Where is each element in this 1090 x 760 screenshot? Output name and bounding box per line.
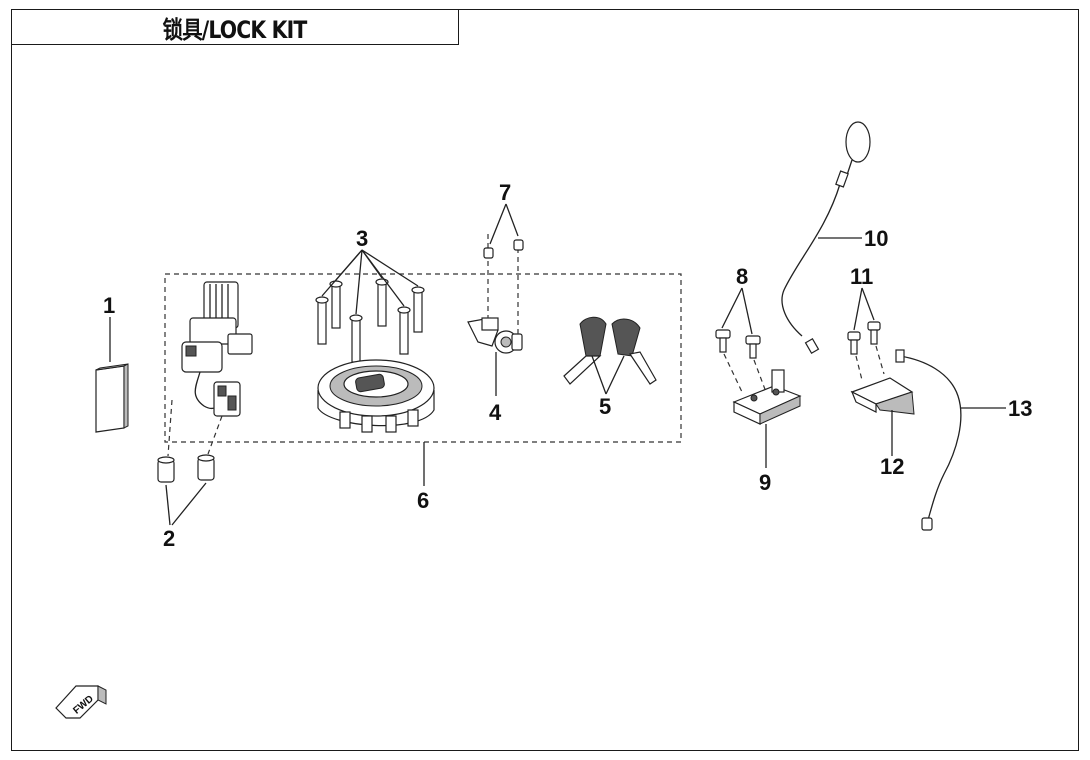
- leader-8b: [741, 287, 753, 335]
- part-12-bracket[interactable]: [850, 377, 915, 415]
- callout-1: 1: [103, 293, 115, 318]
- part-9-bracket[interactable]: [732, 369, 802, 425]
- leader-3b: [335, 249, 363, 281]
- part-1-key-card[interactable]: [95, 363, 129, 433]
- dash-8a: [723, 353, 743, 393]
- callout-12: 12: [880, 454, 904, 479]
- dash-8b: [753, 359, 767, 393]
- part-10-cable[interactable]: [781, 121, 871, 355]
- title-box: 锁具/LOCK KIT: [11, 9, 459, 45]
- leader-5a: [591, 355, 607, 395]
- dash-11a: [855, 355, 863, 381]
- diagram-title: 锁具/LOCK KIT: [163, 15, 308, 44]
- drawing-frame: [11, 9, 1079, 751]
- part-13-cable[interactable]: [895, 349, 962, 531]
- callout-4: 4: [489, 400, 502, 425]
- dash-2a: [167, 399, 173, 457]
- leader-3f: [361, 249, 419, 287]
- dash-2b: [207, 415, 223, 455]
- callout-13: 13: [1008, 396, 1032, 421]
- callout-5: 5: [599, 394, 611, 419]
- callout-9: 9: [759, 470, 771, 495]
- part-7-bolts[interactable]: [483, 239, 524, 259]
- leader-7a: [489, 203, 507, 245]
- leader-7b: [505, 203, 519, 237]
- fwd-arrow-icon: FWD: [55, 685, 107, 719]
- callout-11: 11: [850, 264, 873, 289]
- part-3-screws[interactable]: [315, 278, 425, 363]
- part-4-seat-lock[interactable]: [467, 317, 523, 354]
- part-6-fuel-cap[interactable]: [317, 359, 435, 433]
- callout-7: 7: [499, 180, 511, 205]
- leader-2a: [165, 484, 171, 526]
- dash-11b: [875, 345, 885, 375]
- part-2-terminal-caps[interactable]: [157, 454, 215, 483]
- leader-3c: [355, 249, 363, 315]
- leader-5b: [605, 355, 625, 395]
- leader-11a: [853, 287, 863, 331]
- part-11-bolts[interactable]: [847, 321, 881, 355]
- callout-6: 6: [417, 488, 429, 513]
- leader-8a: [721, 287, 743, 329]
- part-8-bolts[interactable]: [715, 329, 761, 359]
- leader-2b: [171, 482, 207, 526]
- leader-11b: [861, 287, 875, 321]
- callout-2: 2: [163, 526, 175, 551]
- callout-10: 10: [864, 226, 888, 251]
- part-2-ignition-switch[interactable]: [181, 281, 253, 417]
- part-5-keys[interactable]: [563, 316, 657, 385]
- callout-8: 8: [736, 264, 748, 289]
- leader-3e: [361, 249, 405, 307]
- callout-3: 3: [356, 226, 368, 251]
